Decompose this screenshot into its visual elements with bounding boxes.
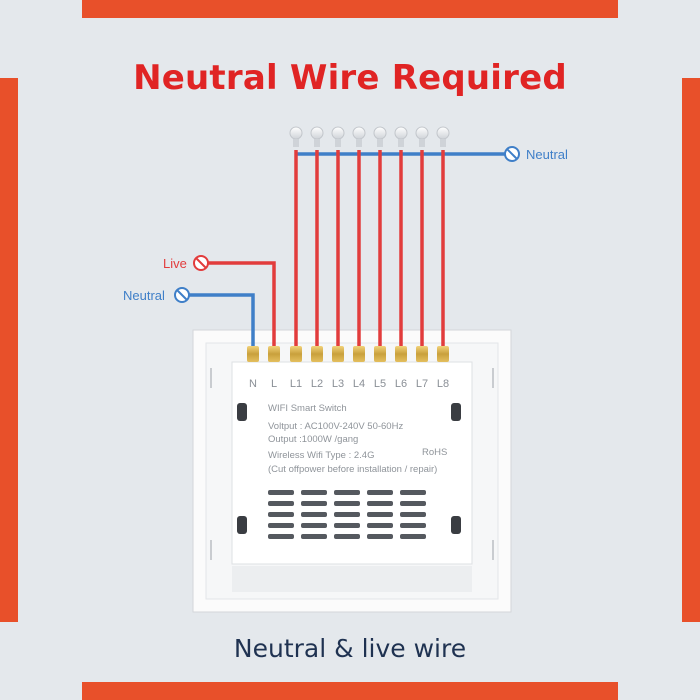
bulb-icon	[436, 126, 450, 147]
spec-voltage: Voltput : AC100V-240V 50-60Hz	[268, 421, 403, 432]
live-label: Live	[163, 256, 187, 271]
neutral-left-terminal-icon	[174, 287, 190, 303]
frame-top-bar	[82, 0, 618, 18]
clip-bottom-left	[237, 516, 247, 534]
terminal-label-l5: L5	[374, 378, 386, 390]
bulb-icons	[289, 126, 450, 147]
footer-caption: Neutral & live wire	[233, 634, 467, 663]
terminal-label-l2: L2	[311, 378, 323, 390]
bulb-icon	[289, 126, 303, 147]
switch-body	[192, 329, 512, 613]
neutral-left-label: Neutral	[123, 288, 165, 303]
terminal-label-l8: L8	[437, 378, 449, 390]
bulb-icon	[331, 126, 345, 147]
neutral-top-label: Neutral	[526, 147, 568, 162]
frame-right-bar	[682, 78, 700, 622]
bulb-icon	[373, 126, 387, 147]
terminal-label-l4: L4	[353, 378, 365, 390]
clip-top-right	[451, 403, 461, 421]
terminal-screws	[247, 346, 449, 362]
spec-rohs: RoHS	[422, 447, 447, 458]
spec-wireless: Wireless Wifi Type : 2.4G	[268, 450, 374, 461]
terminal-label-l7: L7	[416, 378, 428, 390]
page-title: Neutral Wire Required	[133, 58, 567, 98]
neutral-terminal-icon	[504, 146, 520, 162]
live-wire	[208, 261, 276, 346]
load-wires	[294, 150, 445, 346]
bulb-icon	[394, 126, 408, 147]
spec-output: Output :1000W /gang	[268, 434, 358, 445]
bulb-icon	[310, 126, 324, 147]
neutral-wire	[189, 293, 255, 346]
terminal-label-l6: L6	[395, 378, 407, 390]
terminal-labels: N L L1 L2 L3 L4 L5 L6 L7 L8	[249, 378, 449, 390]
frame-bottom-bar	[82, 682, 618, 700]
clip-top-left	[237, 403, 247, 421]
frame-left-bar	[0, 78, 18, 622]
terminal-label-l3: L3	[332, 378, 344, 390]
terminal-label-l: L	[271, 378, 277, 390]
clip-bottom-right	[451, 516, 461, 534]
bulb-icon	[415, 126, 429, 147]
vent-grille	[268, 490, 426, 539]
spec-caution: (Cut offpower before installation / repa…	[268, 464, 437, 475]
terminal-label-n: N	[249, 378, 257, 390]
spec-title: WIFI Smart Switch	[268, 403, 347, 414]
label-plate: WIFI Smart Switch Voltput : AC100V-240V …	[268, 403, 447, 475]
live-terminal-icon	[193, 255, 209, 271]
terminal-label-l1: L1	[290, 378, 302, 390]
bulb-icon	[352, 126, 366, 147]
